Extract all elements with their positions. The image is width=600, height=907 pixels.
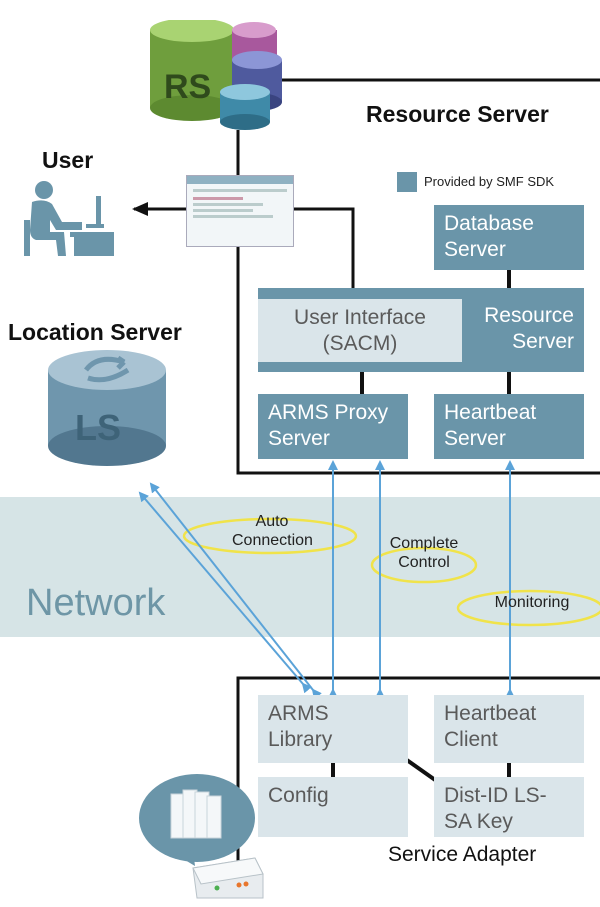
heartbeat-server-box: Heartbeat Server [434,394,584,459]
user-interface-box: User Interface (SACM) [258,299,462,362]
ls-link-2 [138,491,312,694]
database-server-box: Database Server [434,205,584,270]
legend-swatch [397,172,417,192]
config-box: Config [258,777,408,837]
screen-preview-image [186,175,294,247]
screen-link [292,207,355,288]
arms-to-distid-link [402,756,440,784]
service-adapter-title: Service Adapter [388,843,537,866]
location-server-icon: LS [48,350,166,466]
device-icon [139,774,264,899]
arms-library-box: ARMS Library [258,695,408,763]
rs-logo-text: RS [164,68,211,106]
complete-control-label: Complete Control [389,535,459,571]
location-server-title: Location Server [8,319,182,345]
monitoring-label: Monitoring [494,594,570,611]
resource-server-frame [232,78,600,475]
dist-id-box: Dist-ID LS-SA Key [434,777,584,837]
monitoring-ellipse [456,589,600,627]
auto-connection-label: Auto Connection [232,513,313,549]
user-at-desk-icon [24,181,114,256]
complete-control-ellipse [370,546,478,584]
rs-database-icon: RS [150,20,282,130]
heartbeat-client-box: Heartbeat Client [434,695,584,763]
legend-label: Provided by SMF SDK [424,174,555,189]
arms-proxy-server-box: ARMS Proxy Server [258,394,408,459]
blue-arrows [138,460,515,700]
ls-logo-text: LS [75,407,121,448]
resource-server-box: Resource Server [484,304,574,353]
user-title: User [42,147,94,173]
resource-server-title: Resource Server [366,101,549,127]
